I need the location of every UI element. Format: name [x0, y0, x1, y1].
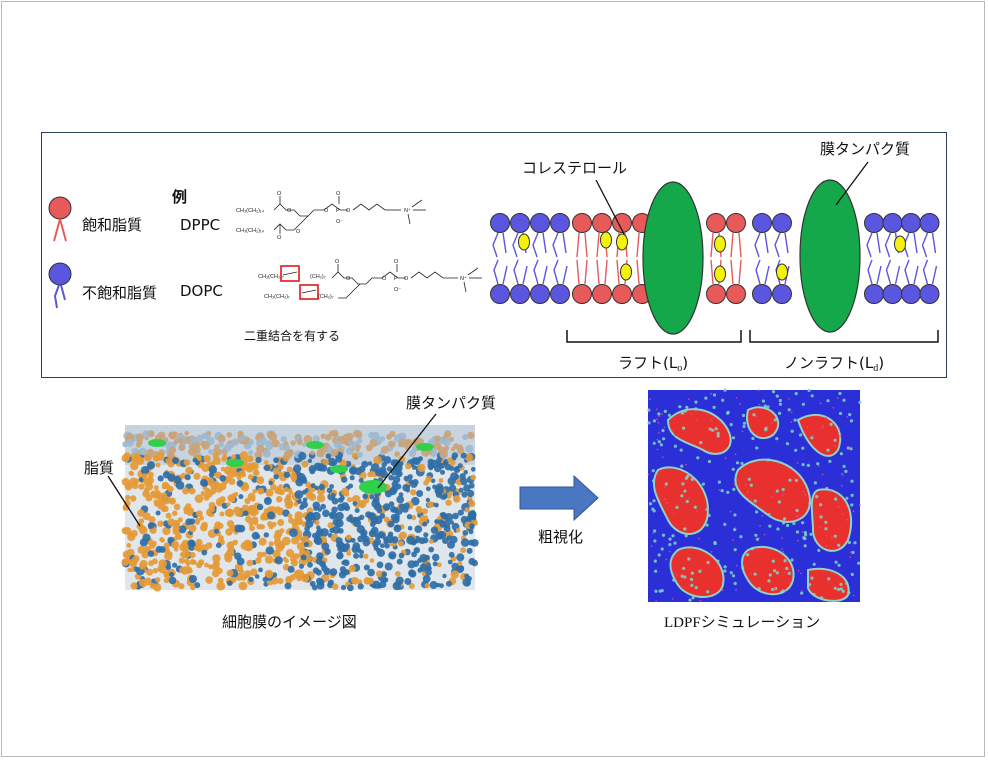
saturated-head	[572, 284, 592, 304]
coarse-grain-arrow-icon	[519, 474, 599, 522]
cholesterol	[518, 233, 530, 251]
saturated-label: 飽和脂質	[82, 216, 143, 234]
svg-text:O: O	[296, 229, 301, 235]
svg-text:P: P	[394, 276, 398, 282]
svg-text:O: O	[346, 208, 351, 214]
svg-text:O: O	[394, 259, 399, 265]
cholesterol	[894, 235, 906, 253]
saturated-head	[592, 213, 612, 233]
unsaturated-head	[752, 213, 772, 233]
svg-text:O: O	[277, 235, 282, 241]
nonraft-label: ノンラフト(Ld)	[784, 354, 885, 374]
unsaturated-lipid-icon	[48, 262, 72, 309]
raft-label: ラフト(Lo)	[618, 354, 689, 374]
saturated-head	[706, 284, 726, 304]
svg-text:CH₃(CH₂)₇: CH₃(CH₂)₇	[258, 274, 284, 280]
svg-text:O: O	[287, 208, 292, 214]
membrane-protein-label-bottom: 膜タンパク質	[406, 394, 497, 412]
unsaturated-head	[752, 284, 772, 304]
ldpf-simulation-image	[647, 388, 862, 603]
saturated-head	[592, 284, 612, 304]
saturated-head	[706, 213, 726, 233]
svg-text:O: O	[382, 276, 387, 282]
saturated-head	[612, 213, 632, 233]
unsaturated-head	[510, 213, 530, 233]
unsaturated-label: 不飽和脂質	[82, 284, 158, 302]
svg-text:O⁻: O⁻	[394, 287, 401, 293]
svg-text:CH₃(CH₂)₁₄: CH₃(CH₂)₁₄	[236, 208, 265, 214]
unsaturated-head	[919, 213, 940, 233]
cholesterol	[616, 233, 628, 251]
saturated-lipid-icon	[48, 196, 72, 242]
cholesterol	[714, 265, 726, 283]
svg-text:CH₃(CH₂)₁₄: CH₃(CH₂)₁₄	[236, 228, 265, 234]
svg-text:O: O	[336, 191, 341, 197]
svg-text:O: O	[324, 208, 329, 214]
coarse-grain-label: 粗視化	[538, 528, 584, 546]
unsaturated-head	[550, 284, 570, 304]
unsaturated-head	[919, 284, 940, 304]
svg-text:CH₃(CH₂)₇: CH₃(CH₂)₇	[264, 294, 290, 300]
cholesterol	[620, 263, 632, 281]
svg-text:P: P	[336, 208, 340, 214]
cell-membrane-image	[121, 425, 479, 592]
double-bond-note: 二重結合を有する	[244, 329, 341, 343]
unsaturated-head	[530, 284, 550, 304]
unsaturated-head	[530, 213, 550, 233]
saturated-head	[612, 284, 632, 304]
cell-membrane-caption: 細胞膜のイメージ図	[222, 613, 357, 631]
unsaturated-head	[772, 284, 792, 304]
membrane-protein-label-top: 膜タンパク質	[820, 140, 911, 158]
example-header: 例	[172, 188, 188, 206]
svg-text:O: O	[404, 276, 409, 282]
saturated-head	[726, 284, 746, 304]
unsaturated-head	[490, 213, 510, 233]
svg-text:O: O	[335, 259, 340, 265]
svg-text:O: O	[277, 191, 282, 197]
unsaturated-head	[772, 213, 792, 233]
dppc-structure-icon: CH₃(CH₂)₁₄ CH₃(CH₂)₁₄ O O O O O P O O⁻ O…	[236, 191, 426, 241]
cholesterol	[600, 231, 612, 249]
lipid-label: 脂質	[84, 459, 115, 477]
lipid-raft-panel	[41, 132, 947, 378]
saturated-head	[726, 213, 746, 233]
svg-text:(CH₂)₇: (CH₂)₇	[310, 274, 326, 280]
svg-text:N⁺: N⁺	[460, 275, 467, 282]
cholesterol-label: コレステロール	[522, 159, 628, 177]
unsaturated-head	[490, 284, 510, 304]
unsaturated-head	[510, 284, 530, 304]
unsaturated-head	[550, 213, 570, 233]
svg-text:O⁻: O⁻	[336, 219, 343, 225]
svg-text:O: O	[346, 276, 351, 282]
membrane-protein	[642, 181, 704, 335]
svg-text:(CH₂)₇: (CH₂)₇	[318, 294, 334, 300]
cholesterol	[776, 263, 788, 281]
dopc-structure-icon: CH₃(CH₂)₇ (CH₂)₇ CH₃(CH₂)₇ (CH₂)₇ O O O …	[258, 259, 482, 300]
bilayer-diagram	[490, 179, 940, 335]
membrane-protein	[799, 179, 861, 333]
svg-text:N⁺: N⁺	[404, 207, 411, 214]
cholesterol	[714, 235, 726, 253]
saturated-head	[572, 213, 592, 233]
ldpf-caption: LDPFシミュレーション	[664, 615, 821, 631]
dppc-label: DPPC	[180, 216, 221, 234]
dopc-label: DOPC	[180, 282, 223, 300]
